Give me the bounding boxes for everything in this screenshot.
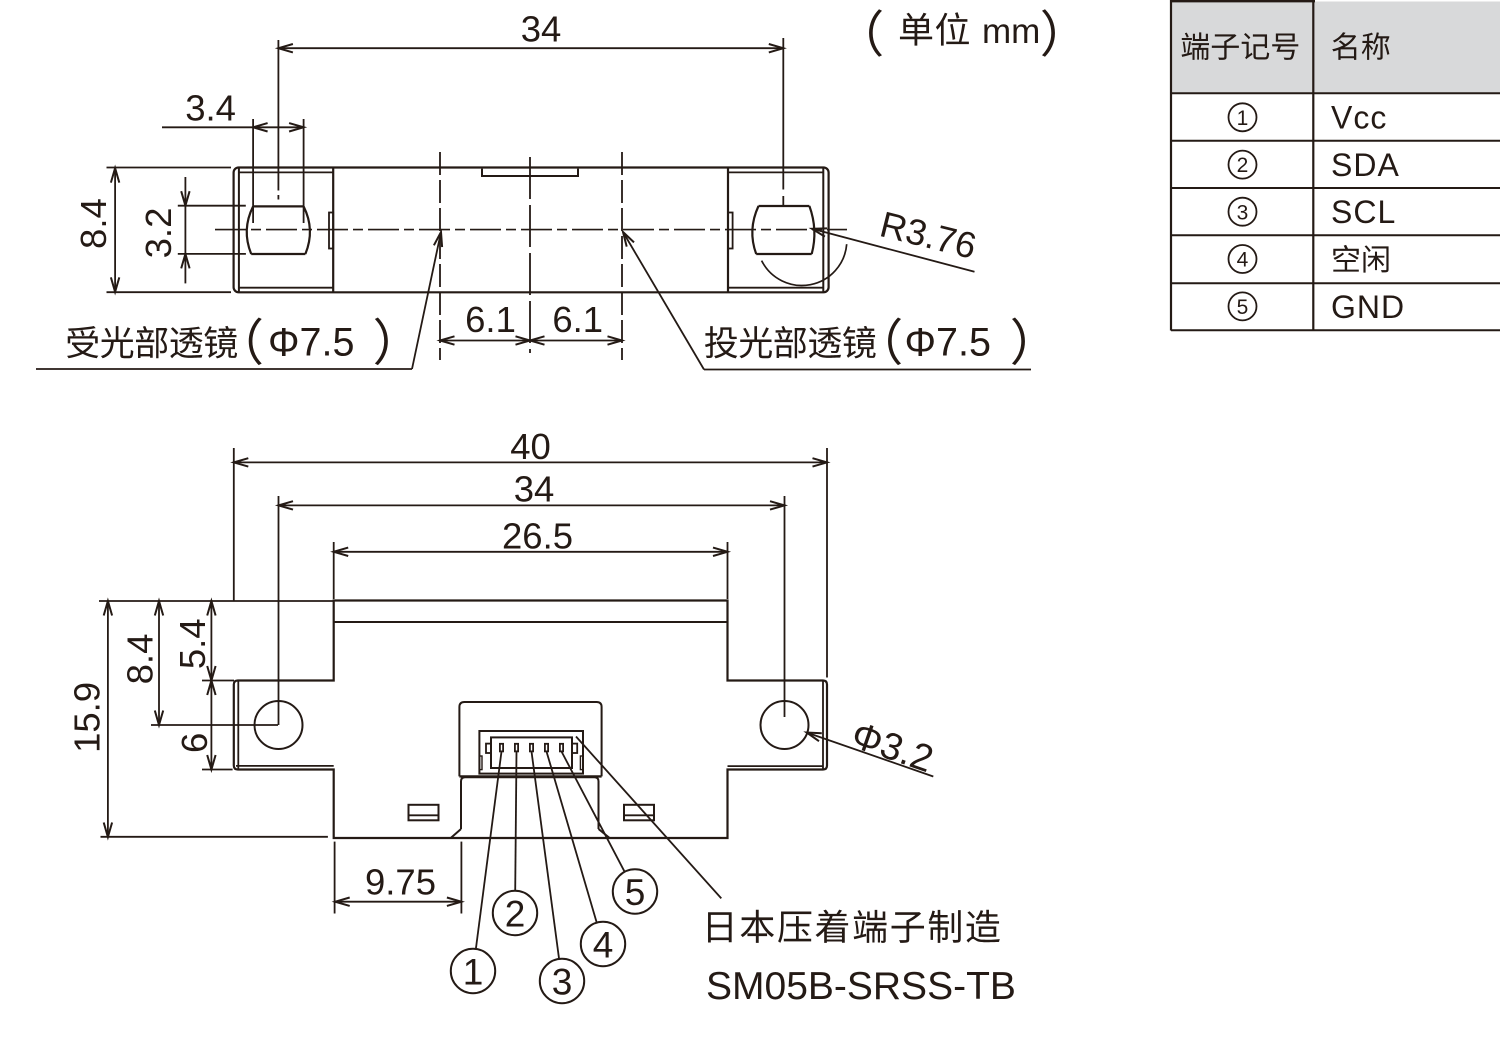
svg-text:1: 1 (463, 951, 484, 992)
svg-text:4: 4 (593, 924, 614, 965)
svg-text:6: 6 (174, 733, 215, 753)
svg-text:SM05B-SRSS-TB: SM05B-SRSS-TB (706, 965, 1016, 1008)
svg-text:26.5: 26.5 (502, 516, 573, 557)
svg-text:5.4: 5.4 (172, 618, 213, 669)
svg-text:2: 2 (1237, 154, 1249, 177)
svg-text:Φ7.5: Φ7.5 (905, 321, 991, 365)
svg-text:5: 5 (1237, 296, 1249, 319)
svg-text:SDA: SDA (1331, 147, 1400, 183)
svg-text:6.1: 6.1 (552, 299, 603, 340)
svg-text:Vcc: Vcc (1331, 100, 1387, 136)
svg-text:34: 34 (514, 469, 555, 510)
svg-text:4: 4 (1237, 249, 1249, 272)
svg-text:8.4: 8.4 (120, 634, 161, 685)
svg-text:mm: mm (982, 12, 1040, 51)
svg-text:5: 5 (625, 872, 646, 913)
svg-text:6.1: 6.1 (465, 299, 516, 340)
svg-text:2: 2 (505, 893, 526, 934)
svg-text:3.4: 3.4 (185, 88, 236, 129)
svg-text:15.9: 15.9 (67, 682, 108, 753)
svg-text:SCL: SCL (1331, 194, 1396, 230)
svg-text:3.2: 3.2 (138, 208, 179, 259)
svg-text:GND: GND (1331, 289, 1405, 325)
svg-text:40: 40 (510, 426, 551, 467)
svg-text:8.4: 8.4 (73, 198, 114, 249)
svg-text:Φ7.5: Φ7.5 (268, 321, 354, 365)
svg-text:9.75: 9.75 (365, 861, 436, 902)
svg-text:3: 3 (552, 961, 573, 1002)
svg-text:3: 3 (1237, 201, 1249, 224)
svg-text:1: 1 (1237, 107, 1249, 130)
svg-text:34: 34 (521, 9, 562, 50)
